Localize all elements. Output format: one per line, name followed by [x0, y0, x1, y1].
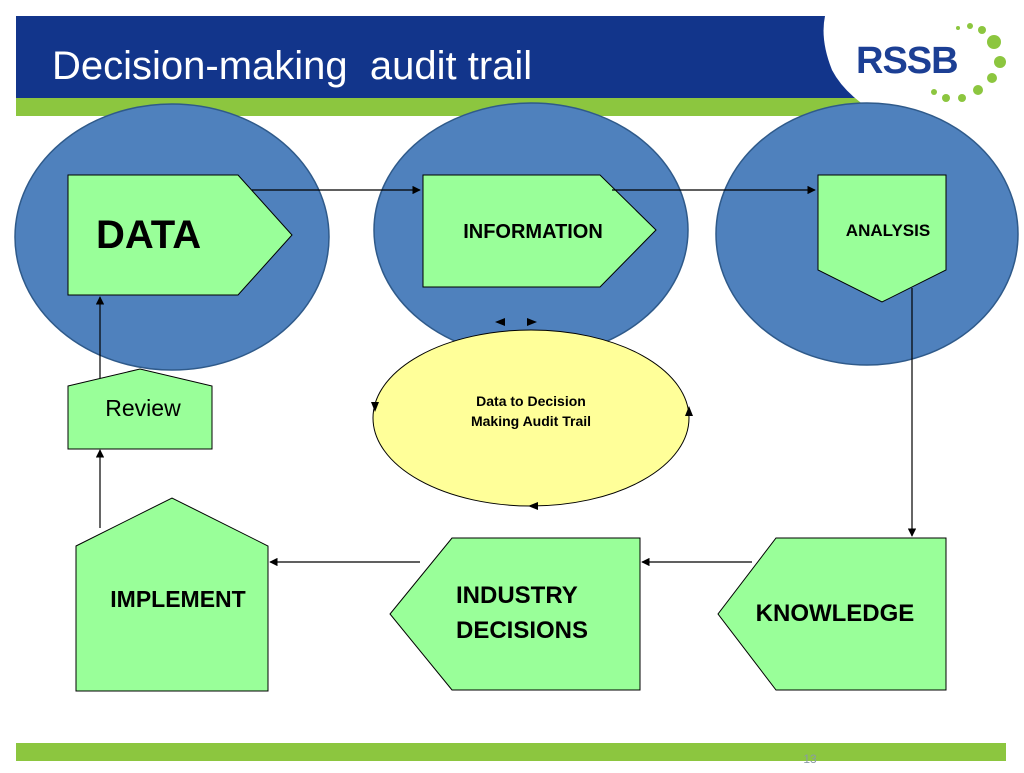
- center-cycle-arrowheads: [371, 318, 693, 510]
- label-implement: IMPLEMENT: [110, 586, 245, 612]
- node-information: [422, 174, 657, 288]
- footer-green-strip: [16, 743, 1006, 761]
- node-implement: [75, 497, 269, 692]
- node-industry-decisions: [389, 537, 641, 691]
- page-number: 13: [803, 752, 817, 766]
- node-data: [67, 174, 293, 296]
- label-industry-decisions-line1: INDUSTRY: [456, 582, 578, 609]
- node-review: [67, 368, 213, 450]
- rssb-logo: RSSB: [856, 40, 959, 82]
- logo-dots-icon: [931, 23, 1006, 102]
- label-center-line2: Making Audit Trail: [471, 413, 591, 429]
- label-analysis: ANALYSIS: [846, 221, 930, 240]
- page-title: Decision-making audit trail: [52, 44, 533, 88]
- node-knowledge: [717, 537, 947, 691]
- label-knowledge: KNOWLEDGE: [756, 600, 915, 627]
- label-review: Review: [105, 395, 181, 421]
- label-data: DATA: [96, 213, 201, 257]
- label-center-line1: Data to Decision: [476, 393, 586, 409]
- label-industry-decisions-line2: DECISIONS: [456, 617, 588, 644]
- node-analysis: [817, 174, 947, 303]
- label-information: INFORMATION: [463, 221, 603, 243]
